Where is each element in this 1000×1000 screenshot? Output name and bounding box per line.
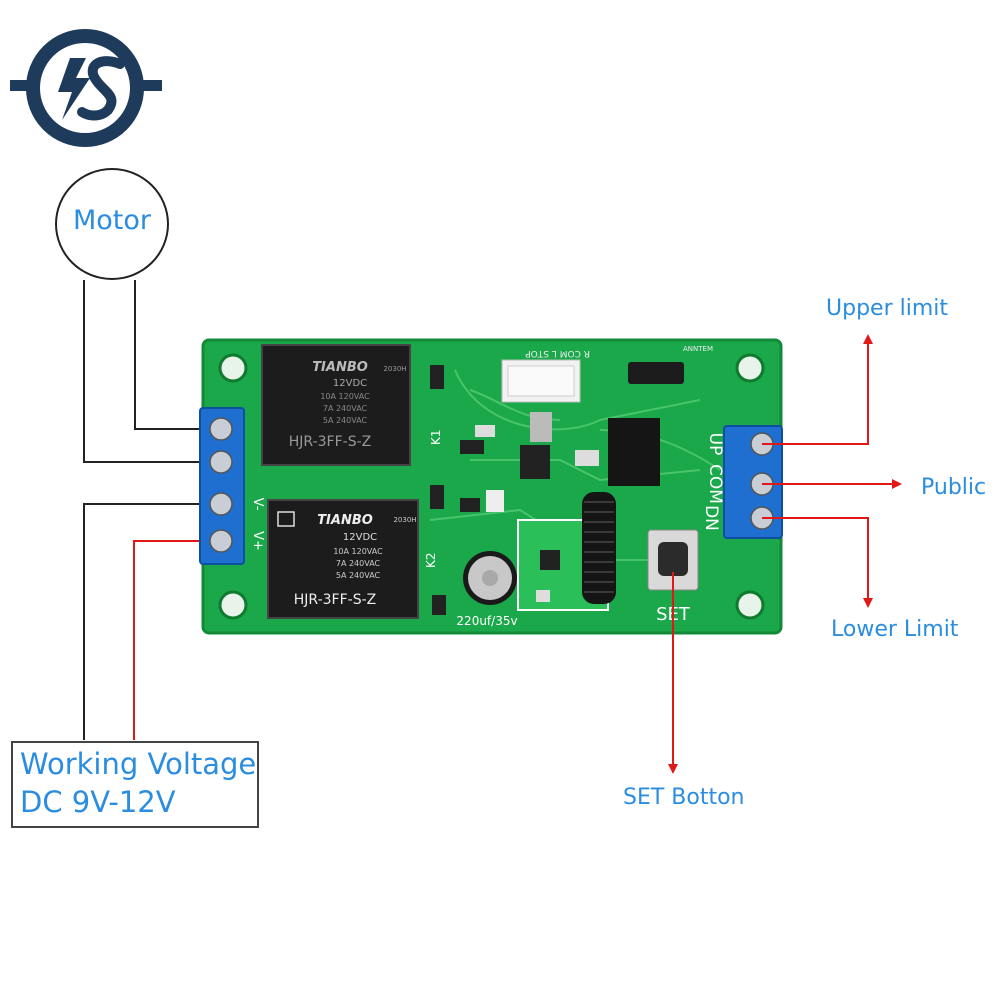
set-button-label: SET Botton [623,785,745,810]
svg-text:2030H: 2030H [383,365,406,373]
voltage-line-2: DC 9V-12V [20,785,176,819]
svg-text:5A 240VAC: 5A 240VAC [336,571,381,580]
relay-bottom: TIANBO 2030H 12VDC 10A 120VAC 7A 240VAC … [267,499,419,619]
relay-top-model: HJR-3FF-S-Z [289,434,371,450]
motor-wires [83,280,210,740]
svg-text:7A 240VAC: 7A 240VAC [336,559,381,568]
motor-symbol [55,168,169,280]
svg-text:10A 120VAC: 10A 120VAC [333,547,383,556]
relay-top-brand: TIANBO [312,360,368,375]
terminal-block-left: V- V+ [199,407,265,565]
set-button-component: SET [647,529,699,625]
svg-text:ANNTEM: ANNTEM [683,345,713,353]
svg-text:2030H: 2030H [393,516,416,524]
capacitor: 220uf/35v [456,551,518,628]
indicator-arrows [668,334,902,774]
voltage-line-1: Working Voltage [20,747,257,781]
svg-text:7A 240VAC: 7A 240VAC [323,404,368,413]
svg-text:10A 120VAC: 10A 120VAC [320,392,370,401]
terminal-block-right: UP COM DN [701,425,783,539]
svg-text:UP: UP [705,433,725,456]
svg-text:K1: K1 [429,429,443,445]
svg-text:5A 240VAC: 5A 240VAC [323,416,368,425]
svg-text:DN: DN [701,505,721,531]
svg-text:COM: COM [705,464,725,504]
svg-text:K2: K2 [424,552,438,568]
relay-bottom-model: HJR-3FF-S-Z [294,592,376,608]
svg-text:220uf/35v: 220uf/35v [456,614,517,628]
relay-top: TIANBO 2030H 12VDC 10A 120VAC 7A 240VAC … [261,344,411,466]
svg-text:12VDC: 12VDC [333,378,367,389]
svg-text:12VDC: 12VDC [343,532,377,543]
public-label: Public [921,475,987,500]
motor-label: Motor [72,205,152,236]
svg-text:V-: V- [250,498,265,511]
upper-limit-label: Upper limit [826,296,948,321]
lower-limit-label: Lower Limit [831,617,959,642]
svg-text:R COM L STOP: R COM L STOP [525,348,590,358]
antenna-coil [582,492,616,604]
brand-logo [10,29,162,147]
working-voltage-box [11,741,259,828]
svg-text:V+: V+ [250,531,265,551]
relay-bottom-brand: TIANBO [317,513,373,528]
power-wire-positive [133,540,212,740]
